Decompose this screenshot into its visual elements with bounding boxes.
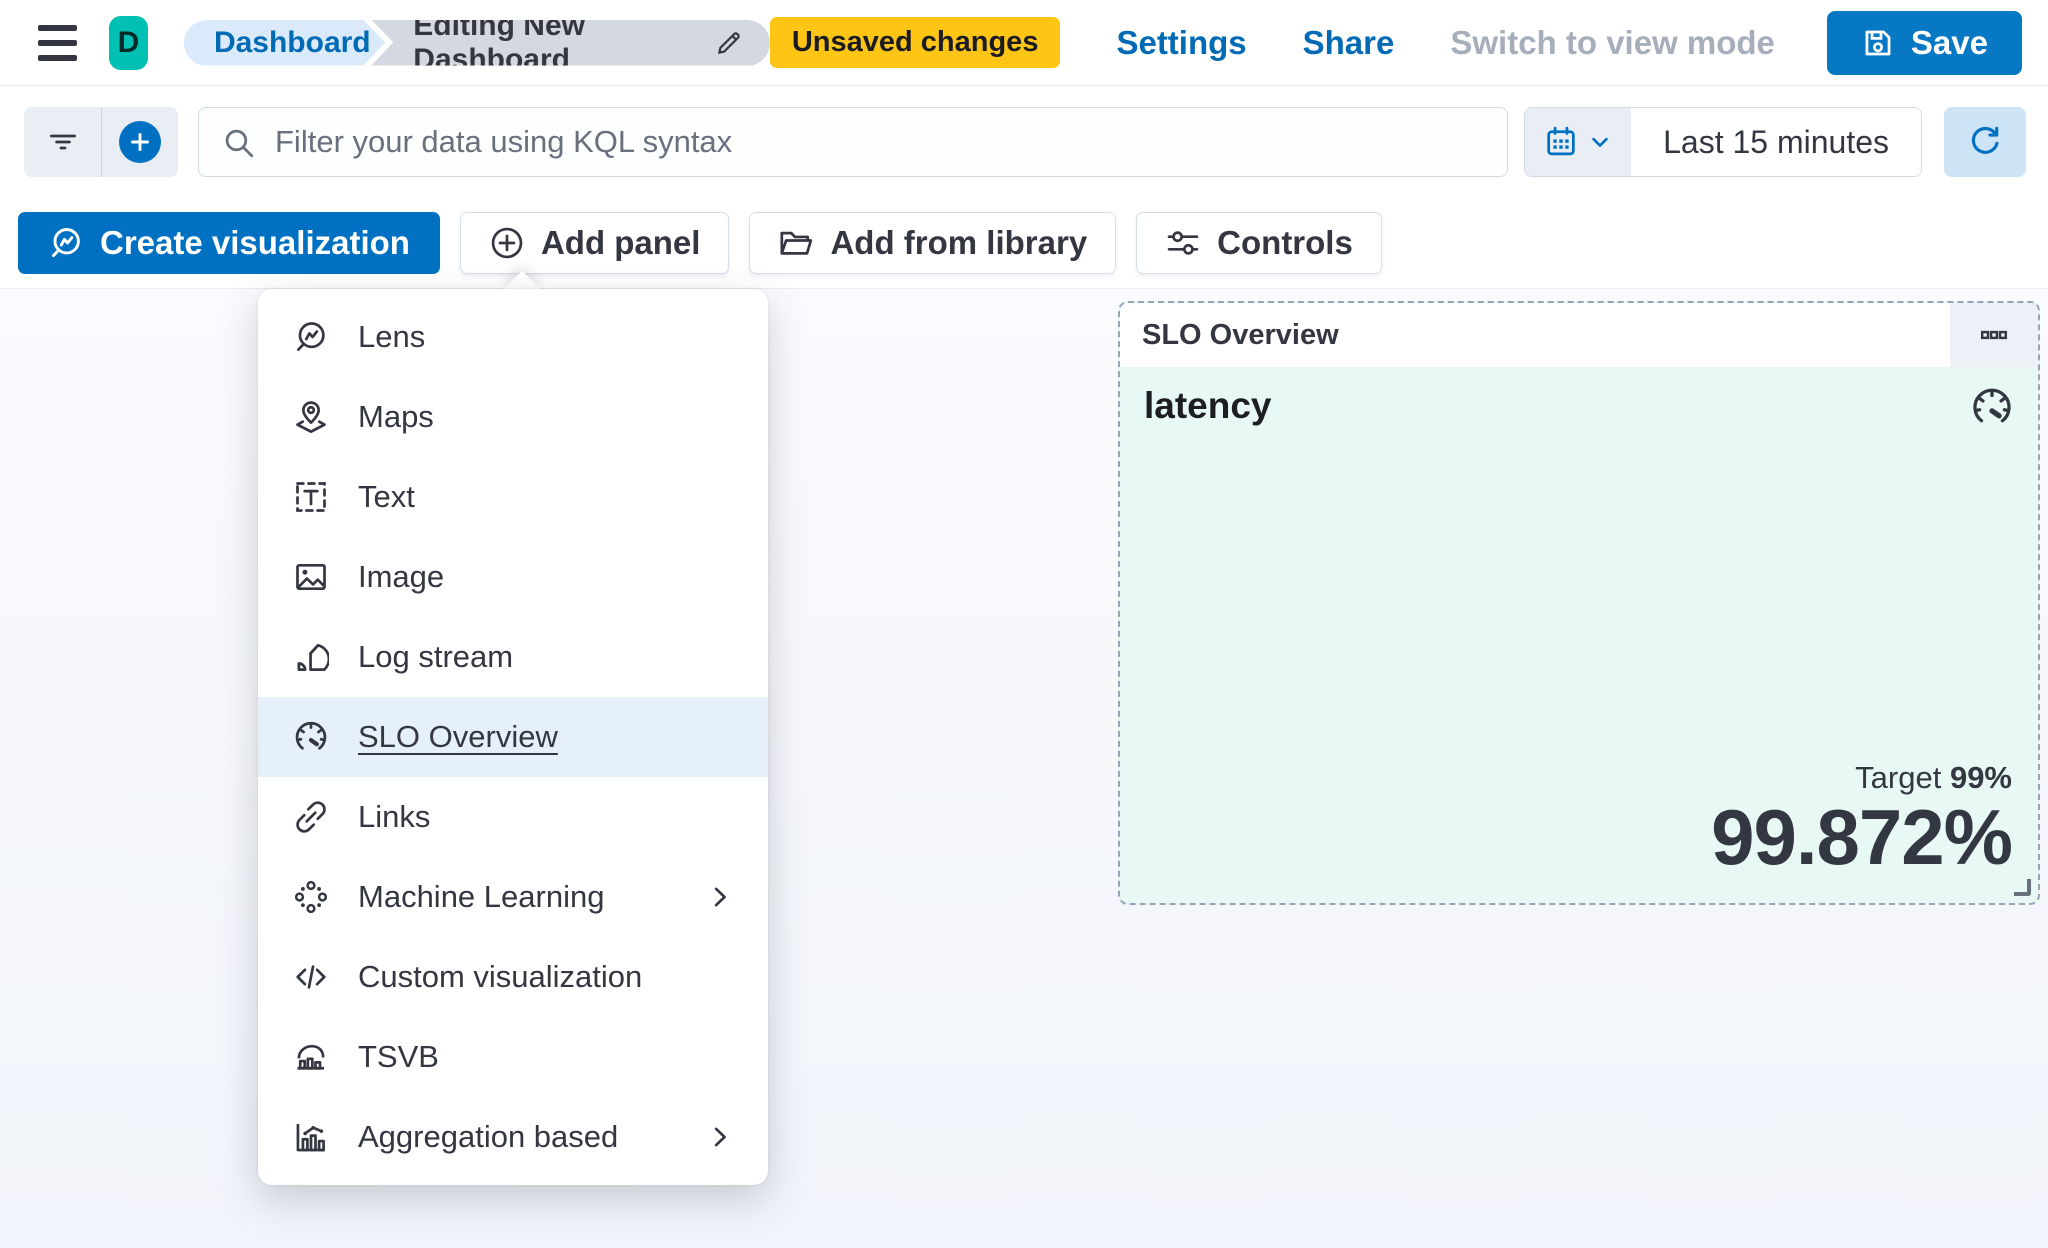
slo-target: Target 99% bbox=[1855, 760, 2012, 796]
panel-title: SLO Overview bbox=[1142, 318, 1339, 351]
chevron-down-icon bbox=[1587, 129, 1613, 155]
chevron-right-icon bbox=[706, 883, 734, 911]
panel-resize-handle[interactable] bbox=[2014, 879, 2031, 896]
menu-item-aggregation-based[interactable]: Aggregation based bbox=[258, 1097, 768, 1177]
space-avatar-letter: D bbox=[117, 25, 140, 59]
dashboard-canvas: Lens Maps bbox=[0, 270, 2048, 1248]
plus-icon bbox=[119, 121, 161, 163]
refresh-icon bbox=[1967, 124, 2003, 160]
menu-item-lens[interactable]: Lens bbox=[258, 297, 768, 377]
menu-item-log-stream[interactable]: Log stream bbox=[258, 617, 768, 697]
menu-item-custom-visualization[interactable]: Custom visualization bbox=[258, 937, 768, 1017]
link-icon bbox=[292, 798, 330, 836]
save-floppy-icon bbox=[1861, 26, 1895, 60]
menu-item-machine-learning[interactable]: Machine Learning bbox=[258, 857, 768, 937]
chevron-right-icon bbox=[706, 1123, 734, 1151]
maps-icon bbox=[292, 398, 330, 436]
folder-icon bbox=[778, 225, 814, 261]
calendar-dropdown-button[interactable] bbox=[1525, 108, 1632, 176]
time-range-value[interactable]: Last 15 minutes bbox=[1631, 108, 1921, 176]
panel-header: SLO Overview bbox=[1120, 303, 2038, 367]
breadcrumb-dashboard[interactable]: Dashboard bbox=[184, 20, 385, 66]
plus-in-circle-icon bbox=[489, 225, 525, 261]
gauge-icon bbox=[1970, 385, 2014, 429]
breadcrumb-current-page[interactable]: Editing New Dashboard bbox=[371, 19, 770, 66]
switch-to-view-mode-link[interactable]: Switch to view mode bbox=[1450, 23, 1775, 61]
edit-toolbar: Create visualization Add panel Add from … bbox=[0, 198, 2048, 288]
aggregation-chart-icon bbox=[292, 1118, 330, 1156]
calendar-icon bbox=[1544, 125, 1578, 159]
log-stream-icon bbox=[292, 638, 330, 676]
slo-values: Target 99% 99.872% bbox=[1711, 760, 2013, 882]
boxes-horizontal-icon bbox=[1979, 320, 2009, 350]
breadcrumb: Dashboard Editing New Dashboard bbox=[184, 19, 770, 66]
share-link[interactable]: Share bbox=[1302, 23, 1395, 61]
add-filter-button[interactable] bbox=[101, 107, 178, 177]
unsaved-changes-badge: Unsaved changes bbox=[769, 17, 1061, 68]
code-icon bbox=[292, 958, 330, 996]
kql-query-input[interactable] bbox=[198, 107, 1509, 177]
slo-value: 99.872% bbox=[1711, 793, 2013, 882]
settings-link[interactable]: Settings bbox=[1116, 23, 1247, 61]
add-from-library-button[interactable]: Add from library bbox=[749, 212, 1117, 274]
menu-item-maps[interactable]: Maps bbox=[258, 377, 768, 457]
tsvb-icon bbox=[292, 1038, 330, 1076]
menu-item-tsvb[interactable]: TSVB bbox=[258, 1017, 768, 1097]
image-icon bbox=[292, 558, 330, 596]
lens-icon bbox=[292, 318, 330, 356]
menu-item-slo-overview[interactable]: SLO Overview bbox=[258, 697, 768, 777]
text-icon bbox=[292, 478, 330, 516]
menu-item-image[interactable]: Image bbox=[258, 537, 768, 617]
filter-button-group bbox=[24, 107, 178, 177]
refresh-button[interactable] bbox=[1944, 107, 2026, 177]
pencil-icon[interactable] bbox=[714, 28, 744, 58]
menu-icon[interactable] bbox=[38, 24, 77, 61]
lens-icon bbox=[48, 225, 84, 261]
time-range-picker: Last 15 minutes bbox=[1524, 107, 1922, 177]
menu-item-text[interactable]: Text bbox=[258, 457, 768, 537]
slo-name: latency bbox=[1144, 385, 1272, 426]
add-panel-menu: Lens Maps bbox=[258, 289, 768, 1185]
save-button[interactable]: Save bbox=[1826, 10, 2022, 75]
sliders-icon bbox=[1165, 225, 1201, 261]
menu-item-links[interactable]: Links bbox=[258, 777, 768, 857]
gauge-icon bbox=[292, 718, 330, 756]
filter-icon[interactable] bbox=[24, 107, 101, 177]
kql-search bbox=[198, 107, 1509, 177]
header-bar: D Dashboard Editing New Dashboard Unsave… bbox=[0, 0, 2048, 86]
panel-options-button[interactable] bbox=[1950, 303, 2038, 367]
space-avatar[interactable]: D bbox=[108, 15, 148, 70]
machine-learning-icon bbox=[292, 878, 330, 916]
add-panel-button[interactable]: Add panel bbox=[459, 212, 730, 274]
create-visualization-button[interactable]: Create visualization bbox=[18, 212, 440, 274]
slo-card: latency Target 99% 99.872% bbox=[1120, 367, 2038, 903]
slo-overview-panel[interactable]: SLO Overview latency bbox=[1118, 301, 2040, 905]
query-bar: Last 15 minutes bbox=[0, 86, 2048, 198]
controls-button[interactable]: Controls bbox=[1136, 212, 1382, 274]
